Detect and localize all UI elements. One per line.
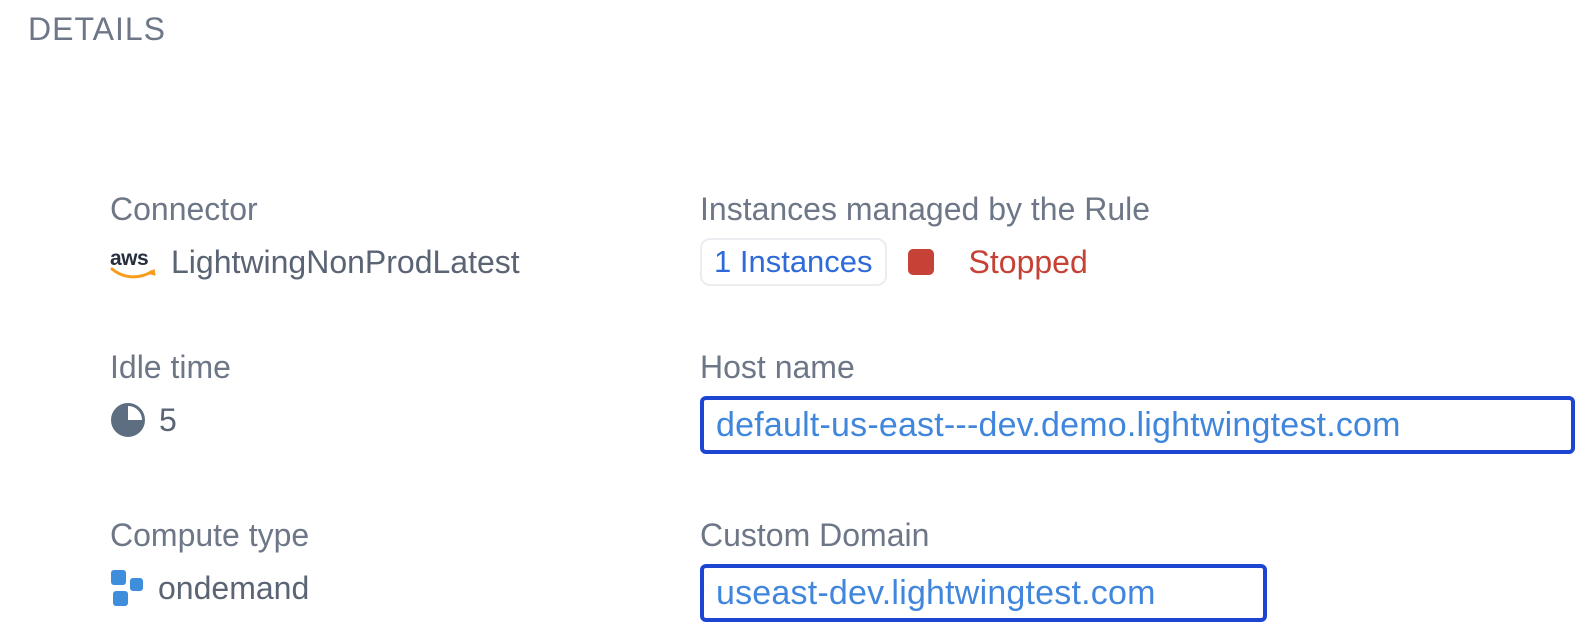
custom-domain-label: Custom Domain [700, 517, 930, 553]
compute-type-label: Compute type [110, 517, 310, 553]
pie-chart-icon [110, 402, 146, 438]
connector-label: Connector [110, 191, 258, 227]
page-title: DETAILS [28, 11, 166, 47]
details-grid: Connector aws LightwingNonProdLatest Ins… [110, 190, 1596, 622]
idle-time-label: Idle time [110, 349, 231, 385]
blocks-icon [110, 569, 145, 607]
field-connector: Connector aws LightwingNonProdLatest [110, 190, 700, 286]
field-custom-domain: Custom Domain useast-dev.lightwingtest.c… [700, 516, 1596, 622]
stopped-status-square [907, 249, 934, 275]
instances-status-text: Stopped [968, 243, 1088, 280]
host-name-label: Host name [700, 349, 855, 385]
instances-count-link[interactable]: 1 Instances [700, 238, 887, 286]
host-name-link[interactable]: default-us-east---dev.demo.lightwingtest… [700, 396, 1575, 454]
field-compute-type: Compute type ondemand [110, 516, 700, 622]
custom-domain-link[interactable]: useast-dev.lightwingtest.com [700, 564, 1267, 622]
connector-value: LightwingNonProdLatest [171, 243, 520, 280]
aws-icon: aws [110, 244, 158, 280]
instances-label: Instances managed by the Rule [700, 191, 1151, 227]
field-instances: Instances managed by the Rule 1 Instance… [700, 190, 1596, 286]
field-idle-time: Idle time 5 [110, 348, 700, 454]
compute-type-value: ondemand [158, 569, 310, 606]
idle-time-value: 5 [159, 401, 177, 438]
field-host-name: Host name default-us-east---dev.demo.lig… [700, 348, 1596, 454]
